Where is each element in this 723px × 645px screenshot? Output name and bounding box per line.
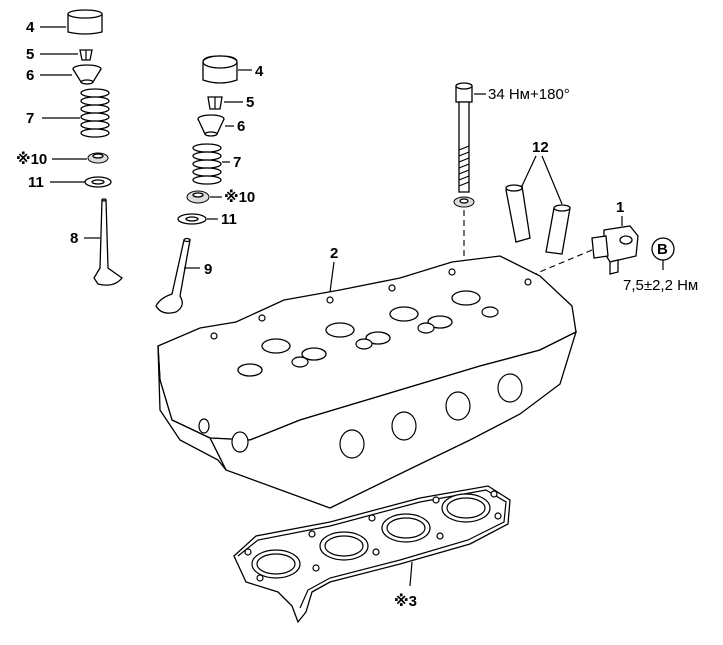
tappet-left: [67, 9, 103, 35]
svg-text:B: B: [657, 241, 668, 258]
exhaust-valve: [155, 237, 191, 314]
spring-left: [80, 88, 110, 138]
intake-valve: [93, 198, 123, 286]
sensor-torque-spec: 7,5±2,2 Нм: [623, 277, 698, 294]
label-keeper-left: 5: [26, 46, 34, 63]
seal-right: [186, 190, 210, 204]
tappet-right: [202, 55, 238, 84]
label-tappet-right: 4: [255, 63, 264, 80]
head-gasket: [233, 485, 511, 624]
label-seal-right: ※10: [224, 188, 255, 206]
label-retainer-left: 6: [26, 67, 34, 84]
bolt-torque-spec: 34 Нм+180°: [488, 86, 570, 103]
cylinder-head: [157, 255, 578, 509]
head-bolt: [453, 82, 475, 208]
retainer-left: [72, 64, 102, 85]
label-seat-left: 11: [28, 174, 44, 191]
retainer-right: [197, 114, 225, 137]
keeper-left: [79, 49, 93, 61]
label-retainer-right: 6: [237, 118, 245, 135]
label-sensor: 1: [616, 199, 624, 216]
spring-right: [192, 143, 222, 185]
label-gasket: ※3: [394, 592, 417, 610]
label-seal-left: ※10: [16, 150, 47, 168]
seat-left: [84, 176, 112, 188]
label-head: 2: [330, 245, 338, 262]
label-tappet-left: 4: [26, 19, 35, 36]
label-valve-exhaust: 9: [204, 261, 212, 278]
dowel-sleeve-2: [545, 204, 571, 255]
label-spring-right: 7: [233, 154, 241, 171]
label-dowels: 12: [532, 139, 549, 156]
circle-b-marker: B: [651, 237, 675, 261]
label-spring-left: 7: [26, 110, 34, 127]
label-seat-right: 11: [221, 211, 237, 228]
seal-left: [87, 152, 109, 164]
camshaft-sensor: [591, 225, 639, 275]
keeper-right: [207, 96, 223, 110]
seat-right: [177, 213, 207, 225]
dowel-sleeve-1: [505, 184, 531, 243]
label-valve-intake: 8: [70, 230, 78, 247]
label-keeper-right: 5: [246, 94, 254, 111]
